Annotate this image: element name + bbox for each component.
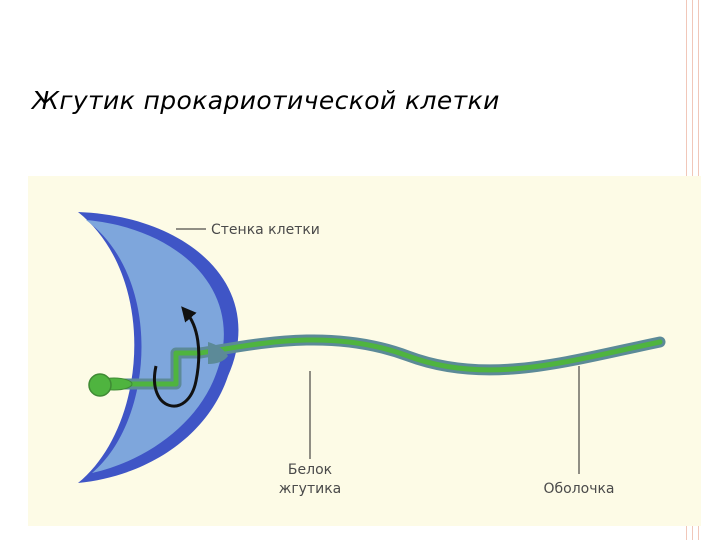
- flagellin-core: [117, 337, 663, 387]
- sheath-label: Оболочка: [543, 481, 614, 497]
- slide-title: Жгутик прокариотической клетки: [32, 86, 500, 115]
- flagellum: [88, 334, 666, 397]
- bacterial-cell: [78, 212, 239, 483]
- flagellum-diagram: Стенка клетки Белок жгутика Оболочка: [78, 212, 666, 497]
- flagellin-label-line1: Белок: [288, 462, 332, 478]
- diagram-panel: Стенка клетки Белок жгутика Оболочка: [28, 176, 701, 526]
- flagellin-label-line2: жгутика: [279, 481, 342, 497]
- cell-wall-label: Стенка клетки: [211, 222, 320, 238]
- hook-junction: [208, 342, 228, 364]
- rotation-arrow: [153, 306, 201, 408]
- leader-lines: [176, 228, 580, 474]
- basal-body: [88, 373, 112, 397]
- cytoplasm: [86, 220, 224, 473]
